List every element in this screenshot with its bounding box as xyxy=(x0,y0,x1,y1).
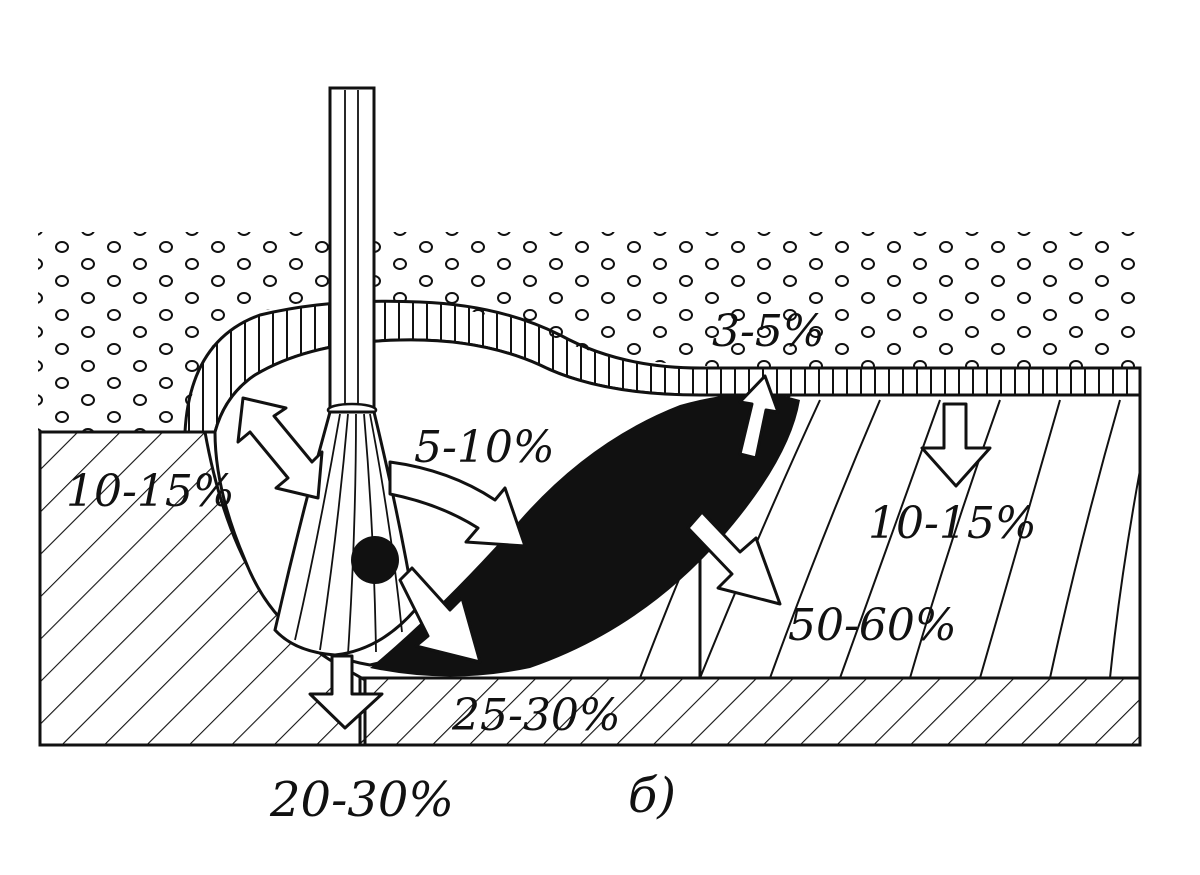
arrow-droplet-to-pool xyxy=(398,566,482,664)
arrow-down-right xyxy=(920,402,992,488)
figure-caption: б) xyxy=(628,768,676,824)
flux-layer xyxy=(38,232,1142,432)
backing-plate xyxy=(358,676,1142,747)
arrow-to-pool-top xyxy=(388,460,527,548)
label-weld-pool: 50-60% xyxy=(788,600,957,651)
labels: 3-5% 5-10% 10-15% 10-15% 50-60% 25-30% 2… xyxy=(66,306,1037,828)
label-under-pool: 25-30% xyxy=(451,690,621,741)
heat-flow-arrows xyxy=(236,374,992,730)
label-base-right: 10-15% xyxy=(868,498,1037,549)
label-arc-column: 5-10% xyxy=(414,422,555,473)
droplet xyxy=(351,536,399,584)
label-base-left: 10-15% xyxy=(66,466,235,517)
arc-column xyxy=(273,410,417,657)
flux-area xyxy=(38,232,1142,432)
label-slag-crust: 3-5% xyxy=(712,306,825,357)
electrode xyxy=(326,86,378,418)
arrow-up-slag xyxy=(738,374,780,460)
arrow-electrode-down xyxy=(308,654,384,730)
weld-pool xyxy=(370,393,800,677)
arrow-pool-to-base xyxy=(686,510,782,606)
arrow-gas-exchange xyxy=(236,396,324,500)
label-electrode-down: 20-30% xyxy=(269,772,454,828)
